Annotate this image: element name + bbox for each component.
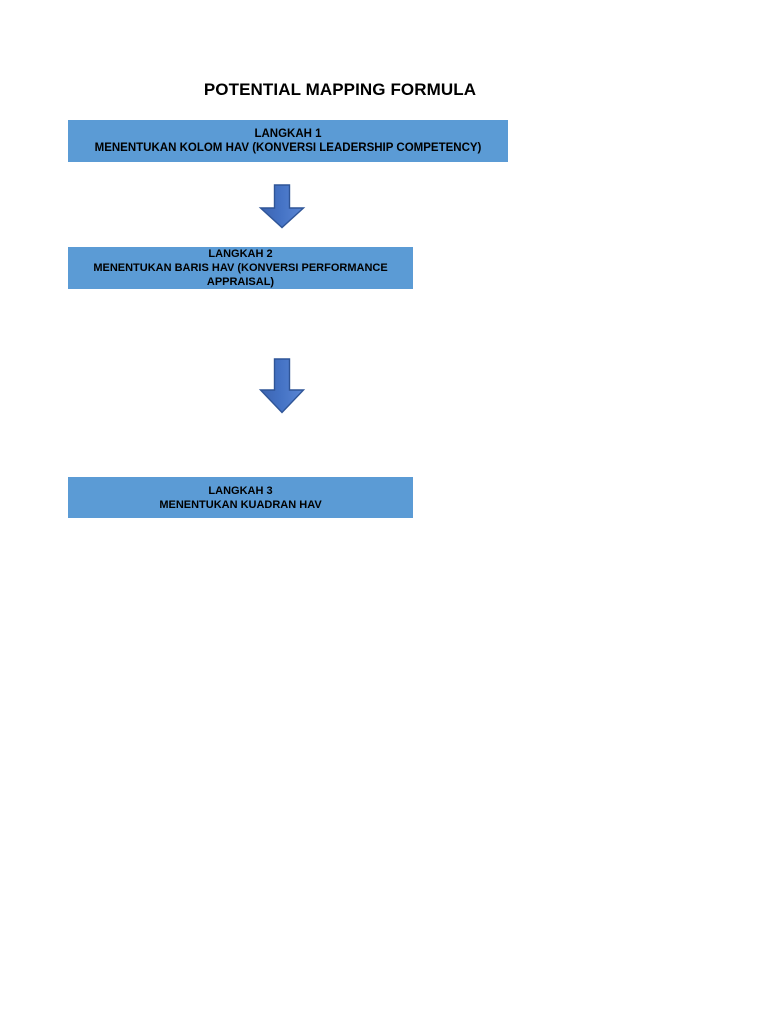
flow-step-box-1[interactable]: LANGKAH 1 MENENTUKAN KOLOM HAV (KONVERSI… — [68, 120, 508, 162]
page-title: POTENTIAL MAPPING FORMULA — [203, 80, 477, 99]
flow-step-box-2[interactable]: LANGKAH 2 MENENTUKAN BARIS HAV (KONVERSI… — [68, 247, 413, 289]
arrow-down-icon — [258, 183, 306, 229]
flow-step-1-body: MENENTUKAN KOLOM HAV (KONVERSI LEADERSHI… — [94, 142, 482, 154]
flow-step-2-heading: LANGKAH 2 — [208, 248, 273, 260]
flow-step-3-body: MENENTUKAN KUADRAN HAV — [159, 498, 322, 511]
arrow-down-icon — [258, 357, 306, 414]
flow-step-2-body: MENENTUKAN BARIS HAV (KONVERSI PERFORMAN… — [93, 262, 388, 288]
flow-step-1-heading: LANGKAH 1 — [254, 128, 322, 140]
flow-step-box-3[interactable]: LANGKAH 3 MENENTUKAN KUADRAN HAV — [68, 477, 413, 518]
flow-step-3-heading: LANGKAH 3 — [208, 484, 273, 497]
